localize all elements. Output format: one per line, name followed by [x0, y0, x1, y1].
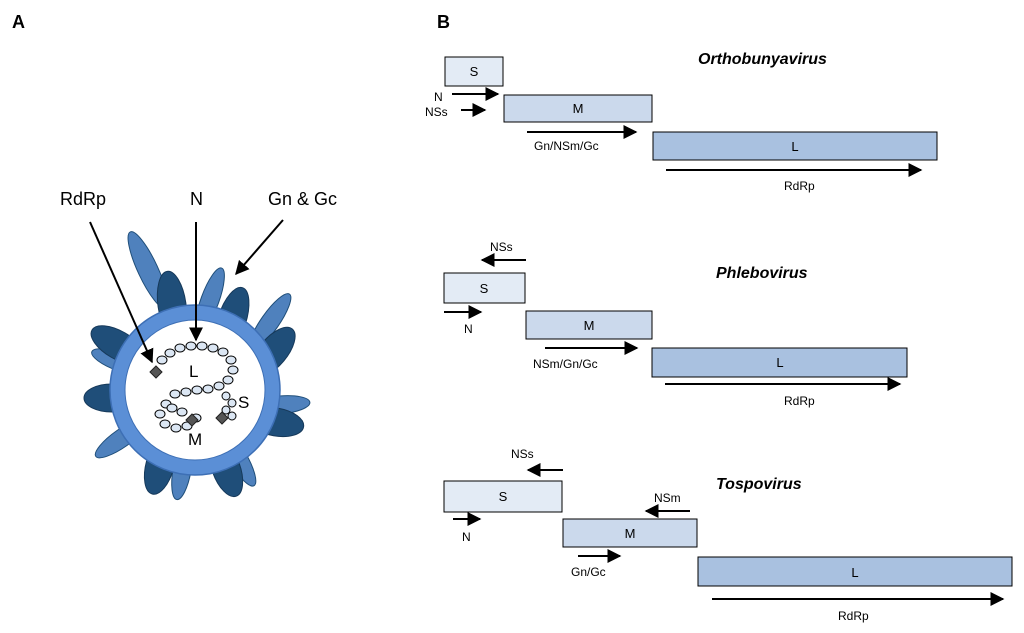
rdrp-protein — [185, 413, 199, 427]
n-callout-label: N — [190, 189, 203, 209]
nss-gene-label: NSs — [425, 105, 448, 119]
rdrp-protein — [149, 365, 163, 379]
orthobunyavirus-genome: Orthobunyavirus S M L N NSs Gn/NSm/Gc Rd… — [425, 51, 938, 193]
m-gene-label: Gn/NSm/Gc — [534, 139, 599, 153]
nsm-gene-label: NSm — [654, 491, 681, 505]
s-segment-box — [444, 56, 504, 87]
n-gene-label: N — [434, 90, 443, 104]
s-segment-label: S — [499, 489, 508, 504]
m-segment-box — [525, 310, 653, 340]
l-segment-box — [652, 131, 938, 161]
l-segment-label: L — [189, 362, 198, 381]
polymerase-complexes — [149, 365, 229, 427]
m-segment-label: M — [188, 430, 202, 449]
ribonucleoprotein-s — [221, 391, 237, 421]
s-segment-box — [443, 480, 563, 513]
m-segment-label: M — [625, 526, 636, 541]
m-segment-label: M — [573, 101, 584, 116]
phlebovirus-genome: Phlebovirus NSs S N M NSm/Gn/Gc L RdRp — [443, 240, 908, 408]
n-gene-label: N — [464, 322, 473, 336]
l-segment-box — [697, 556, 1013, 587]
l-segment-label: L — [776, 355, 783, 370]
rdrp-callout-label: RdRp — [60, 189, 106, 209]
m-segment-box — [503, 94, 653, 123]
panel-a-letter: A — [12, 12, 25, 32]
panel-b-letter: B — [437, 12, 450, 32]
s-segment-box — [443, 272, 526, 304]
genus-title: Tospovirus — [716, 476, 802, 493]
s-segment-label: S — [238, 393, 249, 412]
s-segment-label: S — [480, 281, 489, 296]
rdrp-callout-arrow — [89, 221, 154, 364]
m-gene-label: NSm/Gn/Gc — [533, 357, 598, 371]
l-segment-label: L — [791, 139, 798, 154]
m-segment-label: M — [584, 318, 595, 333]
gn-gc-gene-label: Gn/Gc — [571, 565, 606, 579]
l-segment-box — [651, 347, 908, 378]
genus-title: Orthobunyavirus — [698, 51, 827, 68]
rdrp-gene-label: RdRp — [784, 394, 815, 408]
gn-gc-callout-arrow — [235, 219, 284, 276]
ribonucleoprotein-l — [156, 341, 239, 399]
m-segment-box — [562, 518, 698, 548]
nss-gene-label: NSs — [511, 447, 534, 461]
virion-illustration: L S M — [83, 231, 311, 501]
n-gene-label: N — [462, 530, 471, 544]
l-segment-label: L — [851, 565, 858, 580]
panel-a: A RdRp N Gn & Gc — [12, 12, 337, 501]
nss-gene-label: NSs — [490, 240, 513, 254]
rdrp-gene-label: RdRp — [784, 179, 815, 193]
panel-b: B Orthobunyavirus S M L N NSs Gn/NSm/Gc … — [425, 12, 1013, 623]
rdrp-gene-label: RdRp — [838, 609, 869, 623]
tospovirus-genome: Tospovirus NSs S N NSm M Gn/Gc L RdRp — [443, 447, 1013, 623]
gn-gc-callout-label: Gn & Gc — [268, 189, 337, 209]
genus-title: Phlebovirus — [716, 265, 808, 282]
rdrp-protein — [215, 411, 229, 425]
s-segment-label: S — [470, 64, 479, 79]
